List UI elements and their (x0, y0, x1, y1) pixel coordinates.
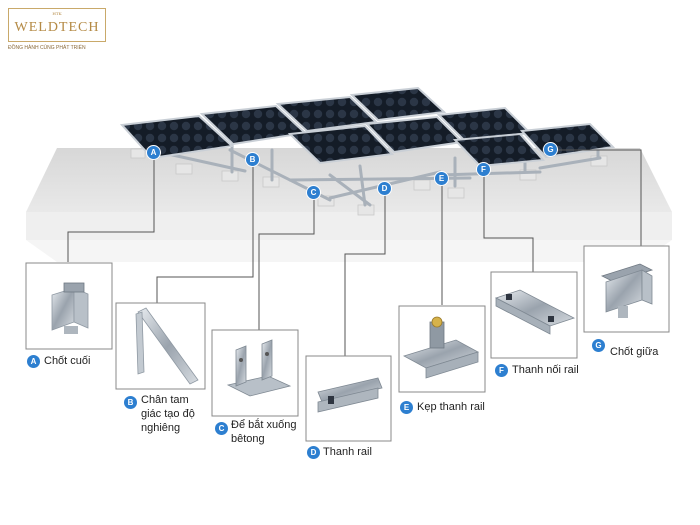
caption-b: Chân tam giác tạo độ nghiêng (141, 394, 195, 434)
marker-b: B (245, 152, 260, 167)
end-clamp-illustration (51, 282, 89, 334)
marker-d: D (377, 181, 392, 196)
caption-a: Chốt cuối (44, 355, 91, 367)
caption-badge-b: B (123, 395, 138, 410)
logo-name: WELDTECH (14, 20, 100, 35)
marker-c: C (306, 185, 321, 200)
caption-e: Kẹp thanh rail (417, 401, 485, 413)
concrete-blocks (130, 148, 608, 216)
logo-frame (8, 8, 106, 42)
caption-d: Thanh rail (323, 446, 372, 458)
caption-badge-c: C (214, 421, 229, 436)
detail-boxes (25, 245, 670, 442)
caption-badge-d: D (306, 445, 321, 460)
caption-badge-f: F (494, 363, 509, 378)
caption-badge-e: E (399, 400, 414, 415)
rail-clamp-illustration (402, 316, 480, 379)
marker-f: F (476, 162, 491, 177)
weldtech-logo: HTK WELDTECH ĐỒNG HÀNH CÙNG PHÁT TRIỂN (8, 8, 106, 52)
marker-a: A (146, 145, 161, 160)
middle-clamp-illustration (600, 263, 654, 318)
marker-g: G (543, 142, 558, 157)
solar-panels (119, 86, 616, 168)
caption-f: Thanh nối rail (512, 364, 579, 376)
concrete-bracket-illustration (226, 339, 292, 397)
caption-g: Chốt giữa (610, 346, 659, 358)
caption-c: Để bắt xuống bêtong (231, 419, 297, 445)
marker-e: E (434, 171, 449, 186)
logo-tag: HTK (52, 11, 62, 16)
concrete-roof-slab (26, 148, 672, 262)
rail-splice-illustration (494, 289, 576, 335)
rail-illustration (317, 377, 383, 413)
leader-lines (67, 149, 642, 356)
triangle-leg-illustration (135, 307, 199, 385)
caption-badge-g: G (591, 338, 606, 353)
caption-badge-a: A (26, 354, 41, 369)
logo-slogan: ĐỒNG HÀNH CÙNG PHÁT TRIỂN (8, 45, 86, 51)
